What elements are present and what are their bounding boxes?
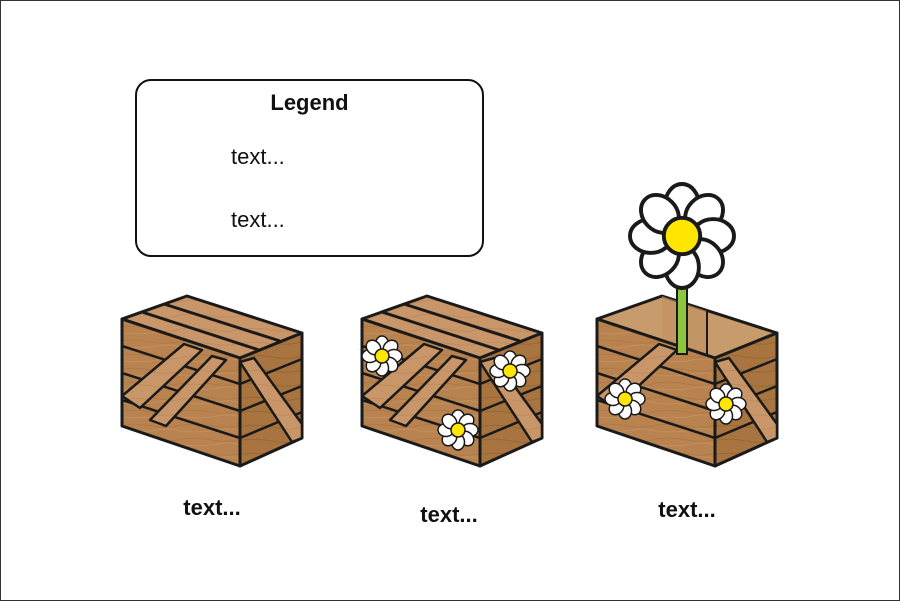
legend-box: Legend text... text... — [135, 79, 484, 257]
daisy-icon — [489, 350, 531, 392]
daisy-icon — [361, 335, 403, 377]
stage-2-label: text... — [420, 502, 478, 527]
stage-3-label: text... — [658, 497, 716, 522]
daisy-icon — [705, 383, 747, 425]
open-crate-with-flower-icon — [595, 182, 779, 468]
big-daisy-icon — [628, 182, 736, 290]
legend-item-daisy-text: text... — [231, 207, 285, 232]
closed-crate-icon — [120, 294, 304, 468]
daisy-icon — [437, 409, 479, 451]
stage-1-label: text... — [183, 495, 241, 520]
daisy-icon — [604, 378, 646, 420]
legend-title: Legend — [270, 90, 349, 115]
legend-item-crate-text: text... — [231, 144, 285, 169]
crate-with-daisies-icon — [360, 294, 544, 468]
